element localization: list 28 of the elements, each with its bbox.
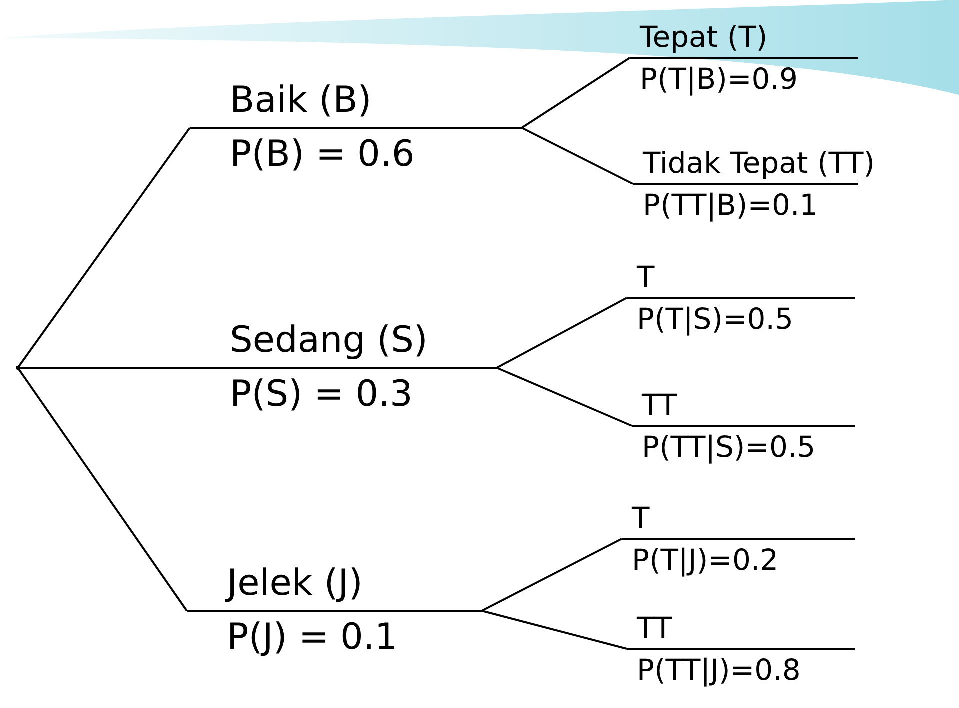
outcome-label: Baik (B) [229,81,372,121]
tree-branch-line [482,610,628,650]
tree-branch-line [521,57,631,129]
outcome-label: TT [636,612,672,644]
tree-branch-line [482,538,622,612]
probability-label: P(TT|J)=0.8 [636,654,801,686]
outcome-label: T [630,502,650,534]
tree-branch-line [496,297,628,369]
tree-branch-line [17,367,188,612]
outcome-label: TT [640,389,677,421]
outcome-label: T [636,261,655,293]
probability-label: P(T|J)=0.2 [631,544,779,576]
tree-branch-line [522,127,634,185]
outcome-label: Tidak Tepat (TT) [642,147,876,179]
branch-point [16,366,20,370]
probability-label: P(T|S)=0.5 [636,303,794,335]
probability-label: P(TT|S)=0.5 [641,431,816,463]
outcome-label: Jelek (J) [224,564,363,604]
probability-label: P(T|B)=0.9 [639,63,798,95]
tree-branch-line [17,127,191,369]
probability-label: P(J) = 0.1 [226,618,398,658]
outcome-label: Tepat (T) [638,21,768,53]
outcome-label: Sedang (S) [229,321,428,361]
probability-label: P(B) = 0.6 [229,135,415,175]
probability-label: P(S) = 0.3 [229,375,413,415]
tree-branch-line [496,367,632,427]
tree-branch-line [18,367,190,369]
probability-label: P(TT|B)=0.1 [642,189,818,221]
